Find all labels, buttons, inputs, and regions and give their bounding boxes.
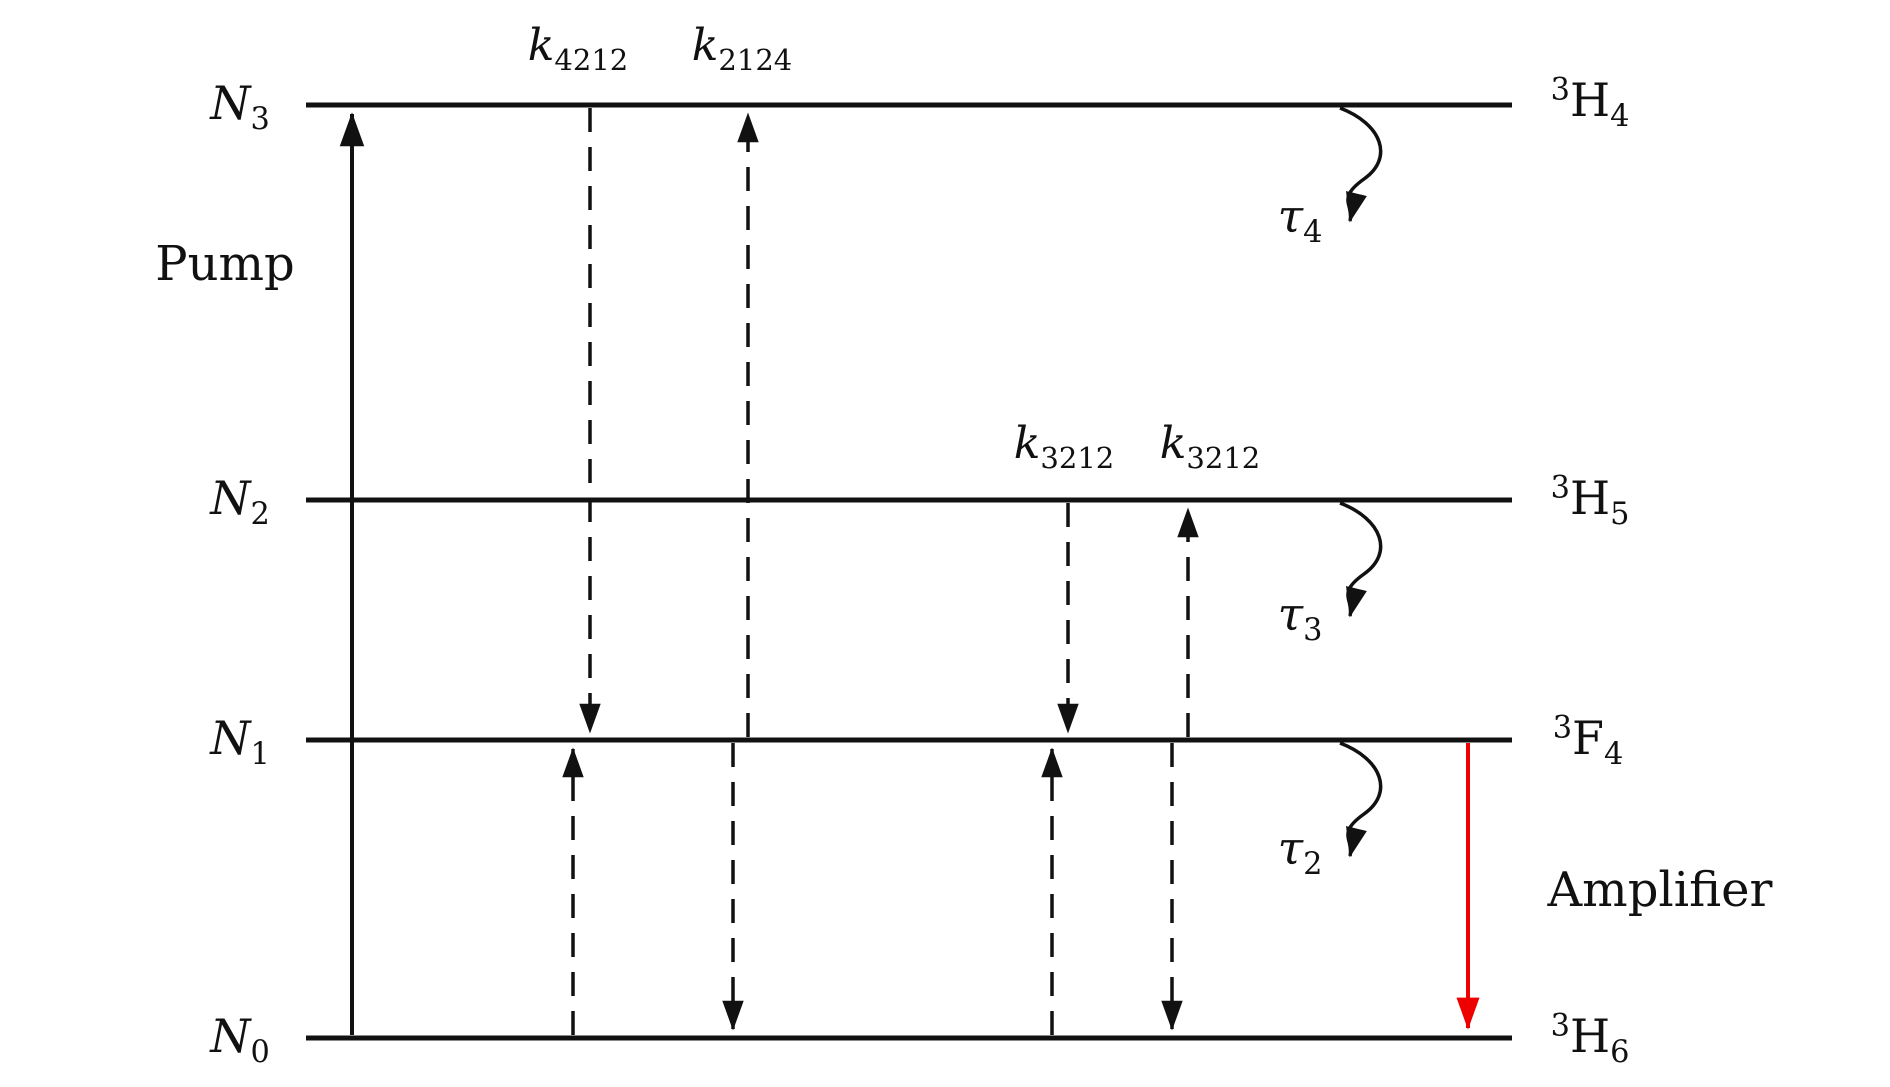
label-level-n0: N0 — [210, 1009, 270, 1071]
label-level-n1: N1 — [210, 711, 270, 773]
lifetime-tau4-squiggle-arrow — [1339, 106, 1383, 223]
label-pump: Pump — [155, 236, 295, 292]
label-lifetime-tau2: τ2 — [1277, 821, 1323, 883]
label-term-3h5: 3H5 — [1550, 470, 1630, 533]
lifetime-tau3-squiggle-arrow — [1339, 501, 1383, 618]
lifetime-tau2-squiggle-arrow — [1339, 741, 1383, 858]
label-amplifier: Amplifier — [1547, 862, 1773, 918]
label-level-n3: N3 — [210, 76, 270, 138]
label-term-3f4: 3F4 — [1552, 710, 1624, 773]
label-rate-k3212-a: k3212 — [1013, 418, 1115, 475]
label-term-3h4: 3H4 — [1550, 72, 1630, 135]
label-lifetime-tau3: τ3 — [1277, 587, 1323, 649]
label-rate-k4212: k4212 — [527, 20, 629, 77]
label-lifetime-tau4: τ4 — [1277, 189, 1323, 251]
label-term-3h6: 3H6 — [1550, 1008, 1630, 1071]
label-rate-k2124: k2124 — [691, 20, 793, 77]
label-rate-k3212-b: k3212 — [1159, 418, 1261, 475]
label-level-n2: N2 — [210, 471, 270, 533]
